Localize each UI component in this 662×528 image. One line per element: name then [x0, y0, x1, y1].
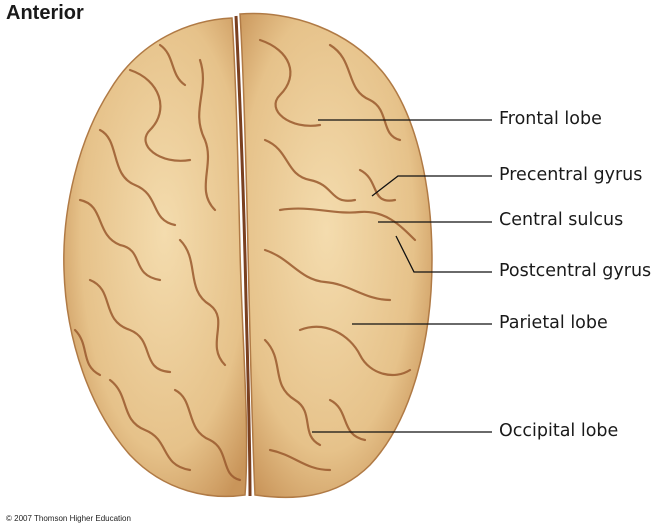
label-postcentral-gyrus: Postcentral gyrus	[499, 261, 652, 281]
label-precentral-gyrus: Precentral gyrus	[499, 165, 643, 185]
copyright-credit: © 2007 Thomson Higher Education	[6, 514, 131, 523]
right-hemisphere	[239, 12, 433, 499]
label-frontal-lobe: Frontal lobe	[499, 109, 602, 129]
leader-lines	[312, 119, 492, 433]
longitudinal-fissure	[234, 15, 252, 497]
right-sulci	[258, 38, 417, 472]
label-central-sulcus: Central sulcus	[499, 210, 624, 230]
label-occipital-lobe: Occipital lobe	[499, 421, 619, 441]
orientation-label: Anterior	[6, 2, 84, 24]
left-sulci	[73, 43, 242, 482]
leader-postcentral-gyrus	[395, 235, 492, 273]
leader-precentral-gyrus	[371, 175, 492, 197]
label-parietal-lobe: Parietal lobe	[499, 313, 608, 333]
